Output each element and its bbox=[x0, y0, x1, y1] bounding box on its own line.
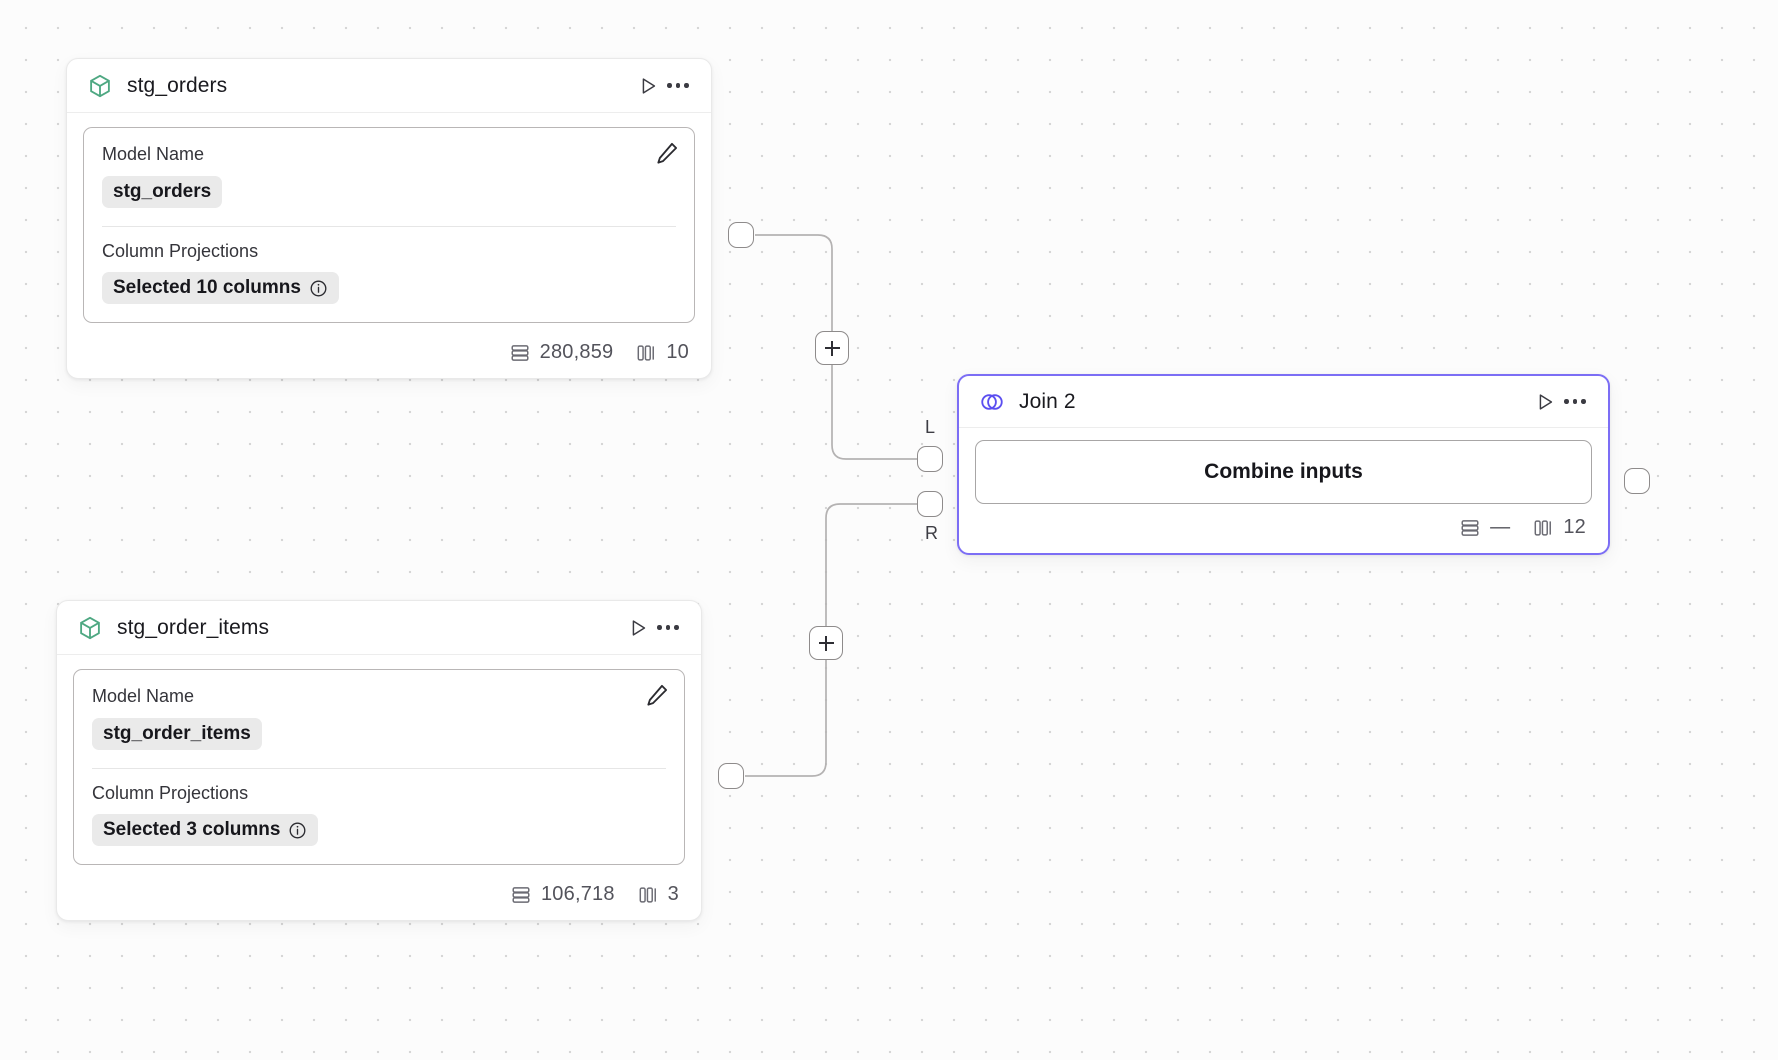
output-port-stg-orders[interactable] bbox=[728, 222, 754, 248]
panel-divider bbox=[102, 225, 676, 227]
more-options-icon[interactable] bbox=[653, 613, 683, 643]
field-label-column-projections: Column Projections bbox=[92, 782, 249, 803]
more-options-icon[interactable] bbox=[1560, 387, 1590, 417]
input-port-join-left[interactable] bbox=[917, 446, 943, 472]
add-node-button-edge-left[interactable] bbox=[815, 331, 849, 365]
field-value-model-name[interactable]: stg_orders bbox=[102, 175, 223, 208]
info-icon[interactable] bbox=[288, 821, 307, 840]
input-port-left-label: L bbox=[925, 417, 936, 437]
node-join-2[interactable]: Join 2 Combine inputs bbox=[957, 374, 1610, 555]
venn-join-icon bbox=[979, 389, 1005, 415]
edit-icon[interactable] bbox=[644, 682, 670, 708]
node-title-stg-order-items: stg_order_items bbox=[117, 615, 270, 639]
field-value-column-projections[interactable]: Selected 3 columns bbox=[92, 814, 319, 847]
node-body-stg-order-items: Model Name stg_order_items Column Projec… bbox=[57, 655, 701, 875]
field-label-model-name: Model Name bbox=[102, 144, 205, 164]
row-count-stat: 280,859 bbox=[509, 341, 614, 364]
row-count-value: 106,718 bbox=[540, 883, 615, 906]
columns-icon bbox=[637, 884, 659, 906]
column-count-value: 10 bbox=[666, 341, 689, 364]
combine-inputs-button[interactable]: Combine inputs bbox=[975, 440, 1592, 504]
node-header-stg-orders: stg_orders bbox=[67, 59, 711, 113]
input-port-join-right[interactable] bbox=[917, 491, 943, 517]
row-count-stat: — bbox=[1459, 516, 1510, 539]
ellipsis-glyph bbox=[657, 625, 679, 630]
chip-text: stg_order_items bbox=[103, 722, 251, 744]
output-port-join[interactable] bbox=[1624, 468, 1650, 494]
chip-text: stg_orders bbox=[113, 180, 212, 202]
run-icon[interactable] bbox=[633, 71, 663, 101]
column-count-stat: 3 bbox=[637, 883, 679, 906]
column-count-value: 3 bbox=[667, 883, 679, 906]
node-header-stg-order-items: stg_order_items bbox=[57, 601, 701, 655]
chip-text: Selected 10 columns bbox=[113, 277, 301, 299]
run-icon[interactable] bbox=[623, 613, 653, 643]
rows-icon bbox=[510, 884, 532, 906]
run-icon[interactable] bbox=[1530, 387, 1560, 417]
ellipsis-glyph bbox=[667, 83, 689, 88]
model-config-panel-stg-orders: Model Name stg_orders Column Projections… bbox=[83, 127, 695, 324]
node-header-join-2: Join 2 bbox=[959, 376, 1608, 428]
node-body-stg-orders: Model Name stg_orders Column Projections… bbox=[67, 113, 711, 333]
output-port-stg-order-items[interactable] bbox=[718, 763, 744, 789]
rows-icon bbox=[1459, 517, 1481, 539]
ellipsis-glyph bbox=[1564, 399, 1586, 404]
field-value-column-projections[interactable]: Selected 10 columns bbox=[102, 272, 339, 305]
node-stg-orders[interactable]: stg_orders Model Name stg_or bbox=[66, 58, 712, 380]
columns-icon bbox=[635, 342, 657, 364]
columns-icon bbox=[1532, 517, 1554, 539]
node-footer-stg-orders: 280,859 10 bbox=[67, 333, 711, 378]
node-stg-order-items[interactable]: stg_order_items Model Name s bbox=[56, 600, 702, 922]
rows-icon bbox=[509, 342, 531, 364]
row-count-stat: 106,718 bbox=[510, 883, 615, 906]
node-title-stg-orders: stg_orders bbox=[127, 73, 228, 97]
field-label-column-projections: Column Projections bbox=[102, 240, 259, 261]
node-footer-stg-order-items: 106,718 3 bbox=[57, 875, 701, 920]
row-count-value: 280,859 bbox=[539, 341, 614, 364]
node-body-join-2: Combine inputs bbox=[959, 428, 1608, 508]
column-count-value: 12 bbox=[1563, 516, 1586, 538]
column-count-stat: 12 bbox=[1532, 516, 1586, 539]
field-value-model-name[interactable]: stg_order_items bbox=[92, 717, 262, 750]
panel-divider bbox=[92, 767, 666, 769]
cube-icon bbox=[87, 73, 113, 99]
add-node-button-edge-right[interactable] bbox=[809, 626, 843, 660]
input-port-right-label: R bbox=[925, 523, 938, 543]
field-label-model-name: Model Name bbox=[92, 686, 195, 706]
info-icon[interactable] bbox=[309, 279, 328, 298]
model-config-panel-stg-order-items: Model Name stg_order_items Column Projec… bbox=[73, 669, 685, 866]
node-footer-join-2: — 12 bbox=[959, 508, 1608, 553]
chip-text: Selected 3 columns bbox=[103, 819, 281, 841]
column-count-stat: 10 bbox=[635, 341, 689, 364]
more-options-icon[interactable] bbox=[663, 71, 693, 101]
edit-icon[interactable] bbox=[654, 140, 680, 166]
node-title-join-2: Join 2 bbox=[1019, 389, 1076, 413]
combine-inputs-label: Combine inputs bbox=[1204, 460, 1363, 483]
row-count-value: — bbox=[1490, 516, 1511, 538]
cube-icon bbox=[77, 615, 103, 641]
